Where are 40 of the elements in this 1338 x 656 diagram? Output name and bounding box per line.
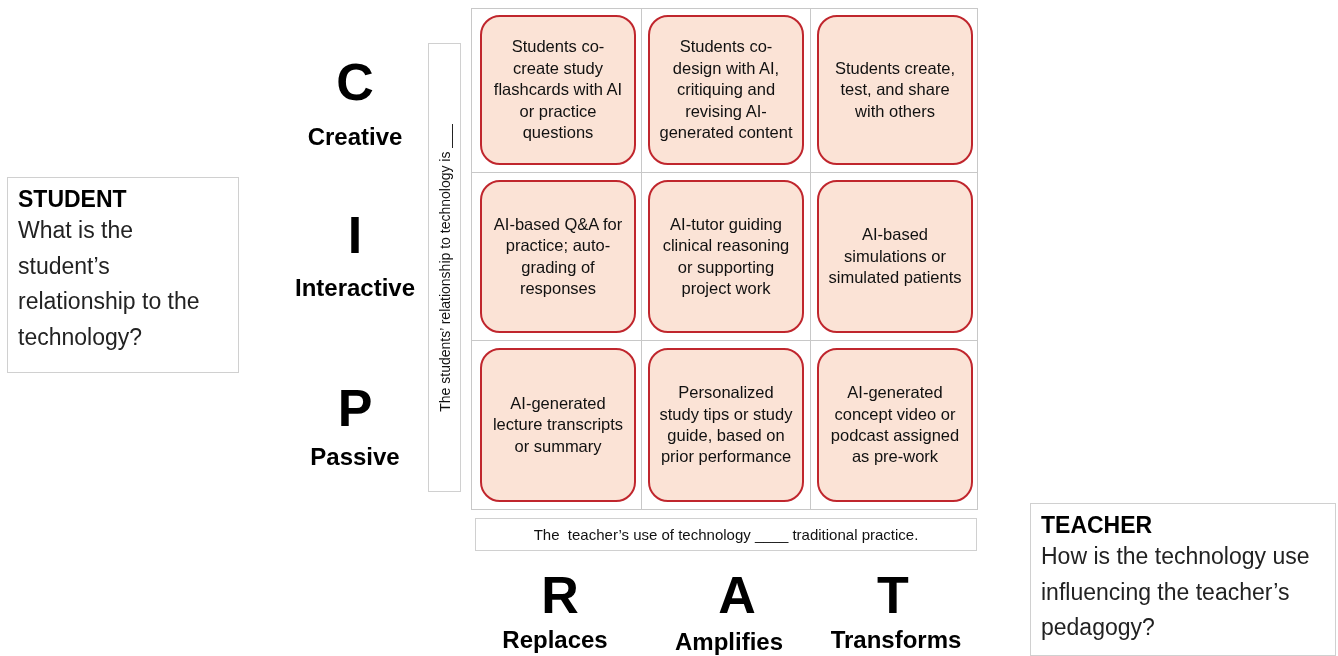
- example-card: [480, 15, 636, 165]
- level-name: Creative: [307, 125, 403, 149]
- card-text: AI-based simulations or simulated patients: [827, 224, 963, 289]
- card-text: AI-based Q&A for practice; auto-grading of responses: [492, 213, 624, 299]
- box-heading: STUDENT: [18, 186, 128, 213]
- example-card: [817, 180, 973, 333]
- question-text: How is the technology use influencing the teacher’s pedagogy?: [1041, 542, 1311, 643]
- axis-label: The teacher’s use of technology ____ traditional practice.: [533, 526, 919, 543]
- card-text: Personalized study tips or study guide, based on prior performance: [658, 382, 794, 468]
- axis-label-box: [475, 518, 977, 551]
- level-name: Replaces: [502, 628, 608, 652]
- question-box: [1030, 503, 1336, 656]
- example-card: [817, 348, 973, 502]
- card-text: AI-generated lecture transcripts or summary: [491, 392, 625, 457]
- level-letter: A: [718, 569, 756, 621]
- example-card: [648, 15, 804, 165]
- question-text: What is the student’s relationship to the technology?: [18, 216, 201, 352]
- level-letter: T: [877, 569, 909, 621]
- axis-label-box: [428, 43, 461, 492]
- card-text: Students co-design with AI, critiquing and revising AI-generated content: [658, 36, 794, 144]
- card-text: Students co-create study flashcards with AI or practice questions: [492, 36, 624, 144]
- level-name: Amplifies: [675, 630, 783, 654]
- question-box: [7, 177, 239, 373]
- level-name: Passive: [310, 445, 400, 469]
- box-heading: TEACHER: [1041, 512, 1154, 539]
- example-card: [480, 180, 636, 333]
- level-name: Transforms: [830, 628, 962, 652]
- card-text: Students create, test, and share with others: [833, 57, 957, 122]
- level-letter: P: [337, 382, 373, 434]
- example-card: [480, 348, 636, 502]
- example-card: [817, 15, 973, 165]
- axis-label: The students’ relationship to technology is ___: [436, 123, 453, 412]
- level-name: Interactive: [294, 276, 416, 300]
- card-text: AI-tutor guiding clinical reasoning or supporting project work: [661, 213, 791, 299]
- example-card: [648, 180, 804, 333]
- level-letter: R: [541, 569, 579, 621]
- example-card: [648, 348, 804, 502]
- card-text: AI-generated concept video or podcast assigned as pre-work: [829, 382, 961, 468]
- level-letter: C: [336, 56, 374, 108]
- level-letter: I: [347, 209, 363, 261]
